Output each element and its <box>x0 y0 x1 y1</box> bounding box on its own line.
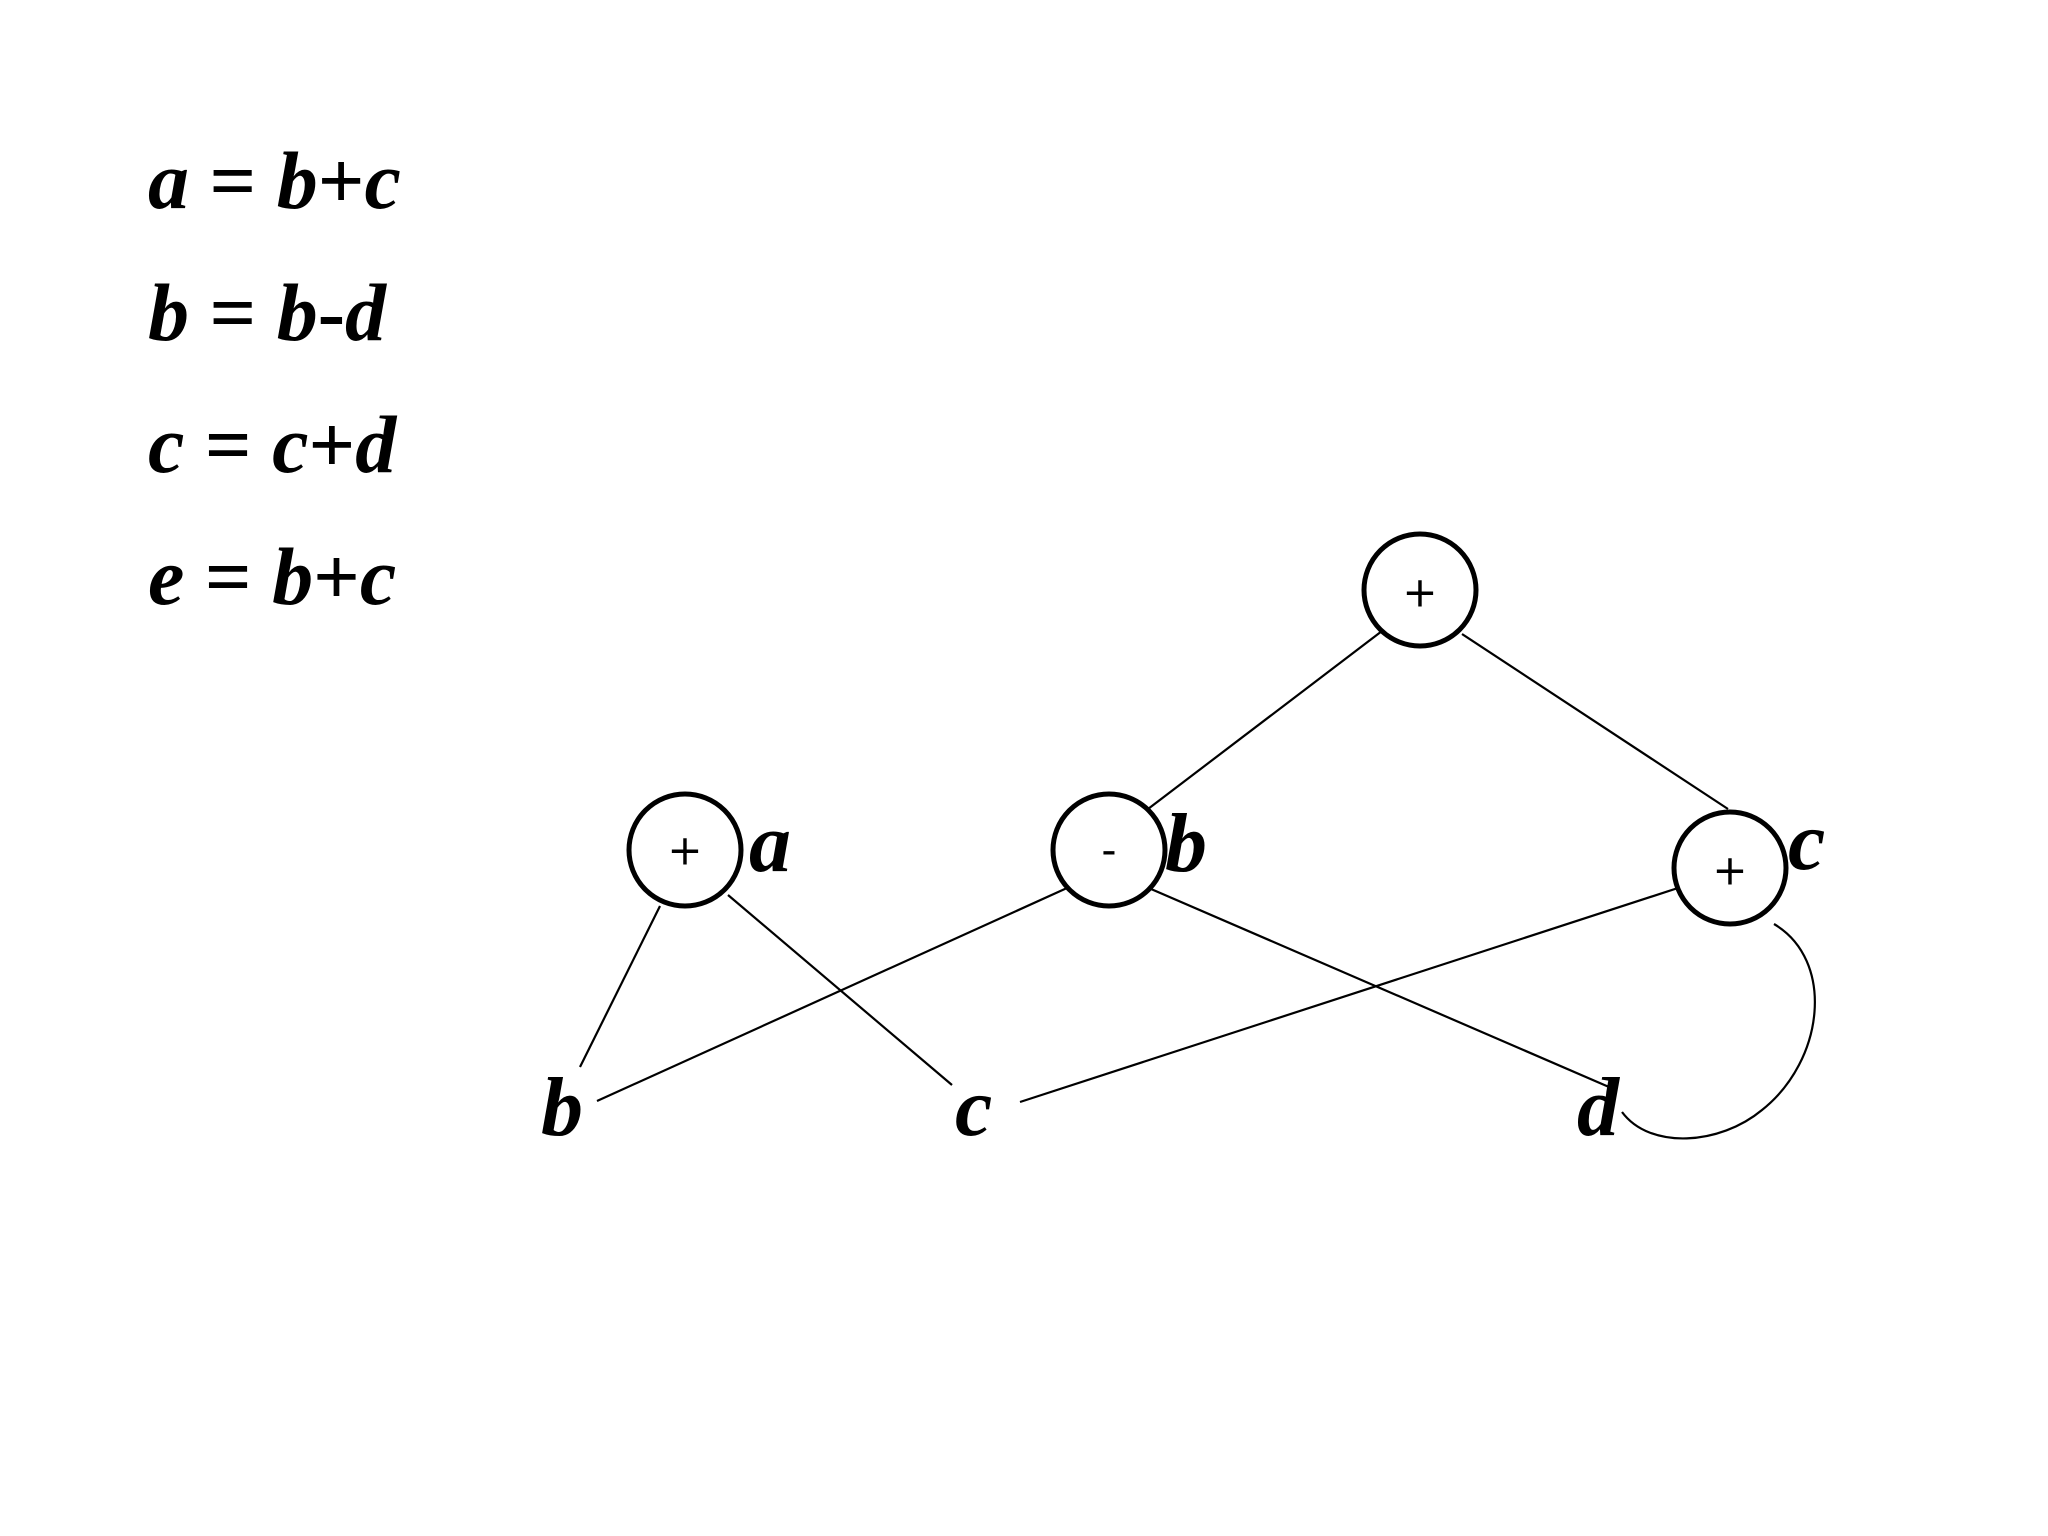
node-op-b-tag: b <box>1165 797 1207 890</box>
node-tags: a b c <box>749 795 1825 890</box>
leaf-d-label: d <box>1577 1061 1621 1154</box>
operator-symbol: - <box>317 267 346 358</box>
operator-symbol: + <box>317 135 365 226</box>
leaf-c-label: c <box>955 1061 992 1154</box>
operand-left: b <box>272 531 314 622</box>
node-op-c-tag: c <box>1788 795 1825 888</box>
leaf-nodes: b c d <box>541 1061 1621 1154</box>
equation-a: a = b+c <box>148 140 401 222</box>
node-op-c-symbol: + <box>1712 846 1747 895</box>
operand-left: b <box>276 135 318 226</box>
operand-right: c <box>364 135 401 226</box>
equation-target: a <box>148 135 189 226</box>
equals-sign: = <box>204 399 252 490</box>
node-op-a-circle <box>626 791 744 909</box>
edge-op-b-leaf-b <box>596 886 1068 1103</box>
node-op-a: + <box>626 791 744 909</box>
equals-sign: = <box>209 267 257 358</box>
node-op-c-circle <box>1671 809 1789 927</box>
operator-symbol: + <box>313 531 360 622</box>
edge-op-c-leaf-c <box>1019 886 1679 1104</box>
operator-symbol: + <box>308 399 356 490</box>
equation-e: e = b+c <box>148 536 396 618</box>
node-op-e-symbol: + <box>1402 568 1437 617</box>
node-op-e-circle <box>1361 531 1479 649</box>
node-op-a-symbol: + <box>667 826 702 875</box>
equals-sign: = <box>209 135 257 226</box>
node-op-b-circle <box>1050 791 1168 909</box>
equation-target: b <box>148 267 189 358</box>
edge-op-b-leaf-d <box>1150 887 1610 1089</box>
node-op-b: - <box>1050 791 1168 909</box>
equation-c: c = c+d <box>148 404 396 486</box>
edge-op-a-leaf-b <box>579 905 661 1068</box>
operand-right: c <box>359 531 397 622</box>
operand-right: d <box>355 399 397 490</box>
operand-left: b <box>276 267 318 358</box>
node-op-a-tag: a <box>749 797 791 890</box>
node-op-e: + <box>1361 531 1479 649</box>
node-op-b-symbol: - <box>1101 826 1116 875</box>
edge-op-e-op-c <box>1461 633 1729 810</box>
dag-edges <box>579 630 1816 1140</box>
equals-sign: = <box>204 531 252 622</box>
edge-op-e-op-b <box>1147 630 1383 810</box>
equation-b: b = b-d <box>148 272 386 354</box>
equation-target: e <box>148 531 185 622</box>
edge-op-c-leaf-d <box>1621 923 1816 1140</box>
node-op-c: + <box>1671 809 1789 927</box>
operator-nodes: + - + + <box>626 531 1789 927</box>
operand-left: c <box>272 399 309 490</box>
operand-right: d <box>345 267 387 358</box>
equation-target: c <box>148 399 185 490</box>
leaf-b-label: b <box>541 1061 583 1154</box>
